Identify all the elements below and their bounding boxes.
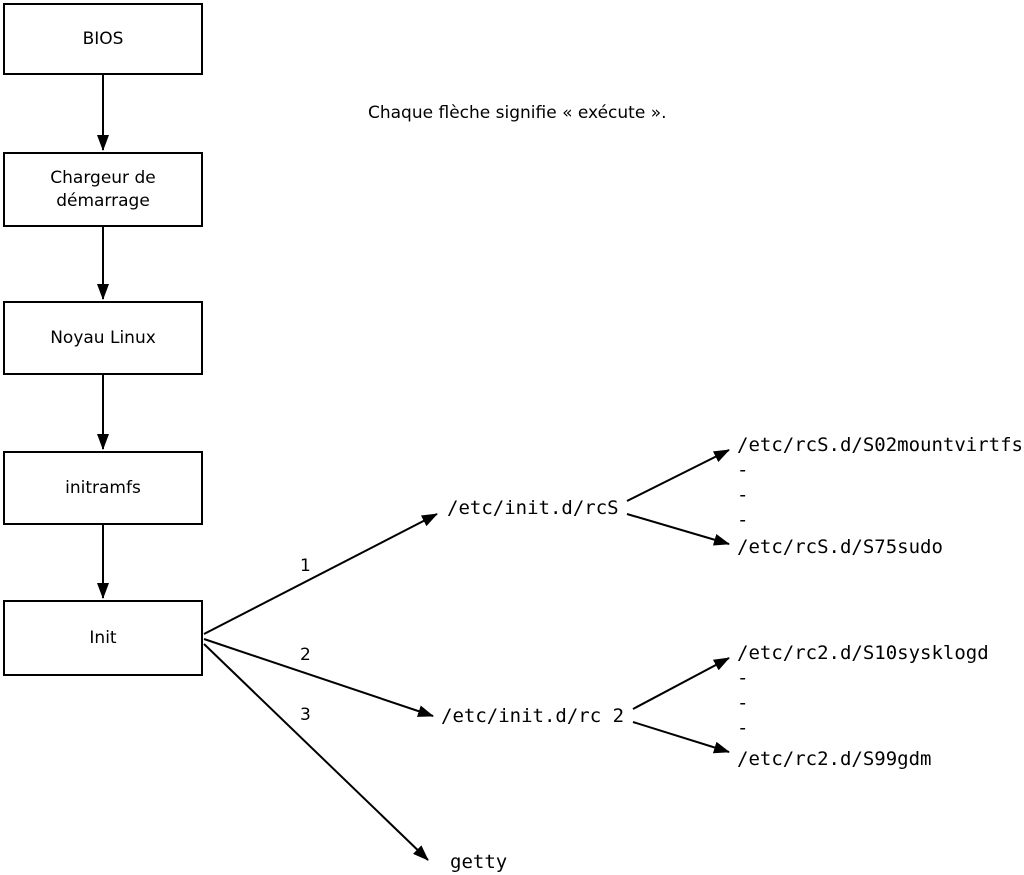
path-rcs-s75sudo: /etc/rcS.d/S75sudo bbox=[737, 536, 943, 558]
path-rcs-s02mountvirtfs: /etc/rcS.d/S02mountvirtfs bbox=[737, 434, 1023, 456]
caption: Chaque flèche signifie « exécute ». bbox=[368, 103, 667, 123]
rc2-ellipsis-dash-1: - bbox=[737, 667, 749, 689]
arrow-init-to-getty bbox=[203, 643, 429, 861]
box-init-label: Init bbox=[89, 627, 117, 648]
rc2-ellipsis-dash-3: - bbox=[737, 717, 749, 739]
box-bootloader-label: Chargeur de démarrage bbox=[50, 167, 156, 211]
rcs-ellipsis-dash-2: - bbox=[737, 484, 749, 506]
arrow-init-to-rc2 bbox=[203, 638, 434, 717]
box-init: Init bbox=[3, 600, 203, 676]
arrow-label-1: 1 bbox=[300, 556, 311, 576]
path-init-d-rcs: /etc/init.d/rcS bbox=[447, 497, 619, 519]
path-getty: getty bbox=[450, 851, 508, 873]
rcs-ellipsis-dash-1: - bbox=[737, 459, 749, 481]
arrow-rcs-to-s02mountvirtfs bbox=[626, 449, 730, 502]
rcs-ellipsis-dash-3: - bbox=[737, 509, 749, 531]
arrow-label-2: 2 bbox=[300, 645, 311, 665]
box-initramfs: initramfs bbox=[3, 451, 203, 525]
box-bootloader: Chargeur de démarrage bbox=[3, 152, 203, 227]
rc2-ellipsis-dash-2: - bbox=[737, 692, 749, 714]
path-rc2-s10sysklogd: /etc/rc2.d/S10sysklogd bbox=[737, 642, 989, 664]
box-bios: BIOS bbox=[3, 3, 203, 75]
path-init-d-rc2: /etc/init.d/rc 2 bbox=[441, 705, 625, 727]
arrow-rc2-to-s99gdm bbox=[632, 721, 730, 754]
box-bios-label: BIOS bbox=[82, 28, 124, 49]
box-kernel-label: Noyau Linux bbox=[50, 327, 156, 348]
arrow-rc2-to-s10sysklogd bbox=[632, 657, 730, 710]
box-initramfs-label: initramfs bbox=[65, 477, 141, 498]
arrow-rcs-to-s75sudo bbox=[626, 513, 730, 546]
box-kernel: Noyau Linux bbox=[3, 301, 203, 375]
arrow-label-3: 3 bbox=[300, 705, 311, 725]
path-rc2-s99gdm: /etc/rc2.d/S99gdm bbox=[737, 748, 932, 770]
arrow-init-to-rcs bbox=[203, 513, 438, 635]
